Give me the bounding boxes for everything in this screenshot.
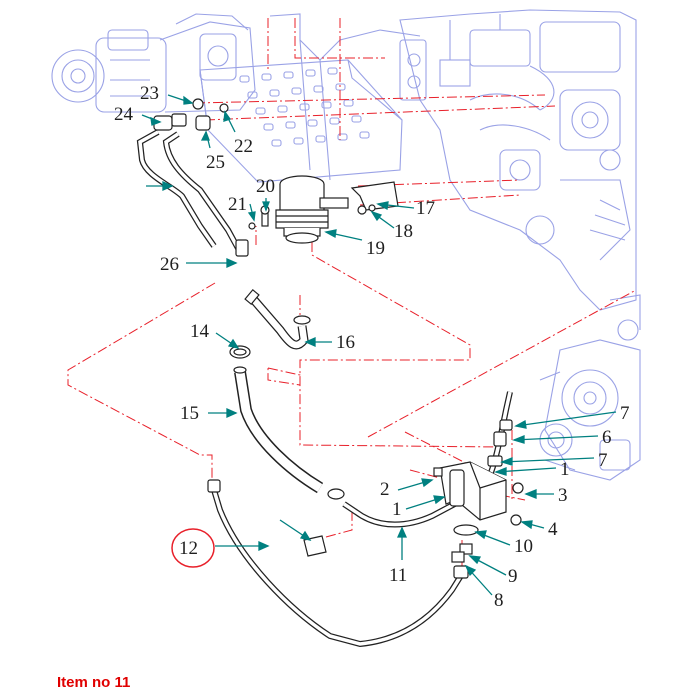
callout-17: 19	[366, 238, 385, 259]
background-assemblies	[51, 9, 641, 481]
callout-14: 16	[336, 332, 355, 353]
callout-9: 10	[514, 536, 533, 557]
callout-15: 17	[416, 198, 435, 219]
callout-4: 4	[548, 519, 558, 540]
pump-body	[433, 419, 524, 563]
parts	[136, 98, 524, 648]
callout-7-top: 7	[620, 403, 630, 424]
callout-7-bottom: 8	[494, 590, 504, 611]
highlight-circle	[171, 528, 215, 568]
callout-22: 24	[114, 104, 134, 125]
leader-lines	[141, 94, 617, 596]
hydraulic-assembly-right	[539, 294, 641, 481]
callout-1-left: 1	[392, 499, 402, 520]
gearbox-top-left	[51, 13, 256, 113]
callout-12: 14	[190, 321, 210, 342]
callout-11: 12	[179, 538, 198, 559]
pipe-11	[211, 489, 465, 648]
callout-10: 11	[389, 565, 407, 586]
callout-20: 22	[234, 136, 253, 157]
callout-1-right: 1	[560, 459, 570, 480]
clip-26	[303, 535, 327, 557]
callout-13: 15	[180, 403, 199, 424]
callout-16: 18	[394, 221, 413, 242]
callout-21: 23	[140, 83, 159, 104]
callout-labels: 23 24 25 22 26 20 21 19 17 18 14 16 15 2…	[114, 83, 630, 611]
callout-18: 20	[256, 176, 275, 197]
centerlines	[67, 18, 637, 570]
callout-6: 7	[598, 450, 608, 471]
callout-19: 21	[228, 194, 247, 215]
callout-5: 6	[602, 427, 612, 448]
item-caption: Item no 11	[57, 674, 131, 691]
fittings-top	[153, 98, 229, 131]
callout-2: 2	[380, 479, 390, 500]
callout-3: 3	[558, 485, 568, 506]
callout-24: 26	[160, 254, 179, 275]
callout-8: 9	[508, 566, 518, 587]
filter-17	[275, 175, 349, 244]
engine-assembly	[269, 9, 637, 311]
bracket-15	[350, 181, 399, 215]
footplate	[199, 59, 403, 183]
callout-23: 25	[206, 152, 225, 173]
